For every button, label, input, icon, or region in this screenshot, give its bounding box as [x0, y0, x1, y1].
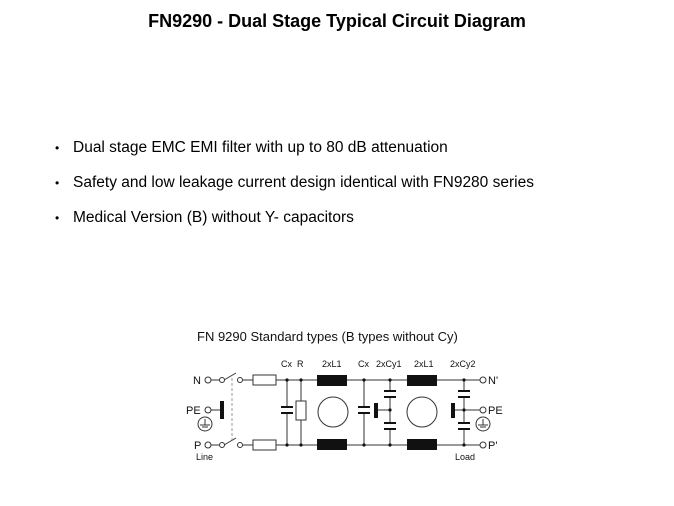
- label-cx1: Cx: [281, 359, 292, 369]
- toroid-cores: [317, 396, 438, 428]
- bullet-icon: •: [55, 211, 60, 225]
- label-line: Line: [196, 452, 213, 462]
- label-n-out: N': [488, 375, 498, 387]
- label-p-out: P': [488, 440, 497, 452]
- resistor: [295, 400, 307, 421]
- fuses: [252, 374, 307, 451]
- label-l1a: 2xL1: [322, 359, 342, 369]
- label-pe-in: PE: [186, 405, 201, 417]
- ground-icon: [197, 416, 491, 432]
- bullet-text: Medical Version (B) without Y- capacitor…: [73, 209, 354, 226]
- bullet-text: Dual stage EMC EMI filter with up to 80 …: [73, 139, 448, 156]
- terminals: [204, 376, 487, 449]
- bullet-icon: •: [55, 176, 60, 190]
- bullet-item: • Medical Version (B) without Y- capacito…: [55, 209, 354, 227]
- label-l1b: 2xL1: [414, 359, 434, 369]
- bullet-text: Safety and low leakage current design id…: [73, 174, 534, 191]
- bullet-item: • Safety and low leakage current design i…: [55, 174, 534, 192]
- capacitors: [281, 390, 470, 430]
- component-labels: Cx R 2xL1 Cx 2xCy1 2xL1 2xCy2: [281, 359, 476, 369]
- page-title: FN9290 - Dual Stage Typical Circuit Diag…: [148, 11, 526, 31]
- label-cy1: 2xCy1: [376, 359, 402, 369]
- label-r: R: [297, 359, 304, 369]
- label-cx2: Cx: [358, 359, 369, 369]
- label-cy2: 2xCy2: [450, 359, 476, 369]
- inductors: [220, 375, 455, 450]
- label-load: Load: [455, 452, 475, 462]
- label-pe-out: PE: [488, 405, 503, 417]
- junction-dots: [285, 378, 466, 447]
- bullet-icon: •: [55, 141, 60, 155]
- diagram-caption: FN 9290 Standard types (B types without …: [197, 329, 458, 344]
- label-p-in: P: [194, 440, 201, 452]
- label-n-in: N: [193, 375, 201, 387]
- bullet-item: • Dual stage EMC EMI filter with up to 80…: [55, 139, 448, 157]
